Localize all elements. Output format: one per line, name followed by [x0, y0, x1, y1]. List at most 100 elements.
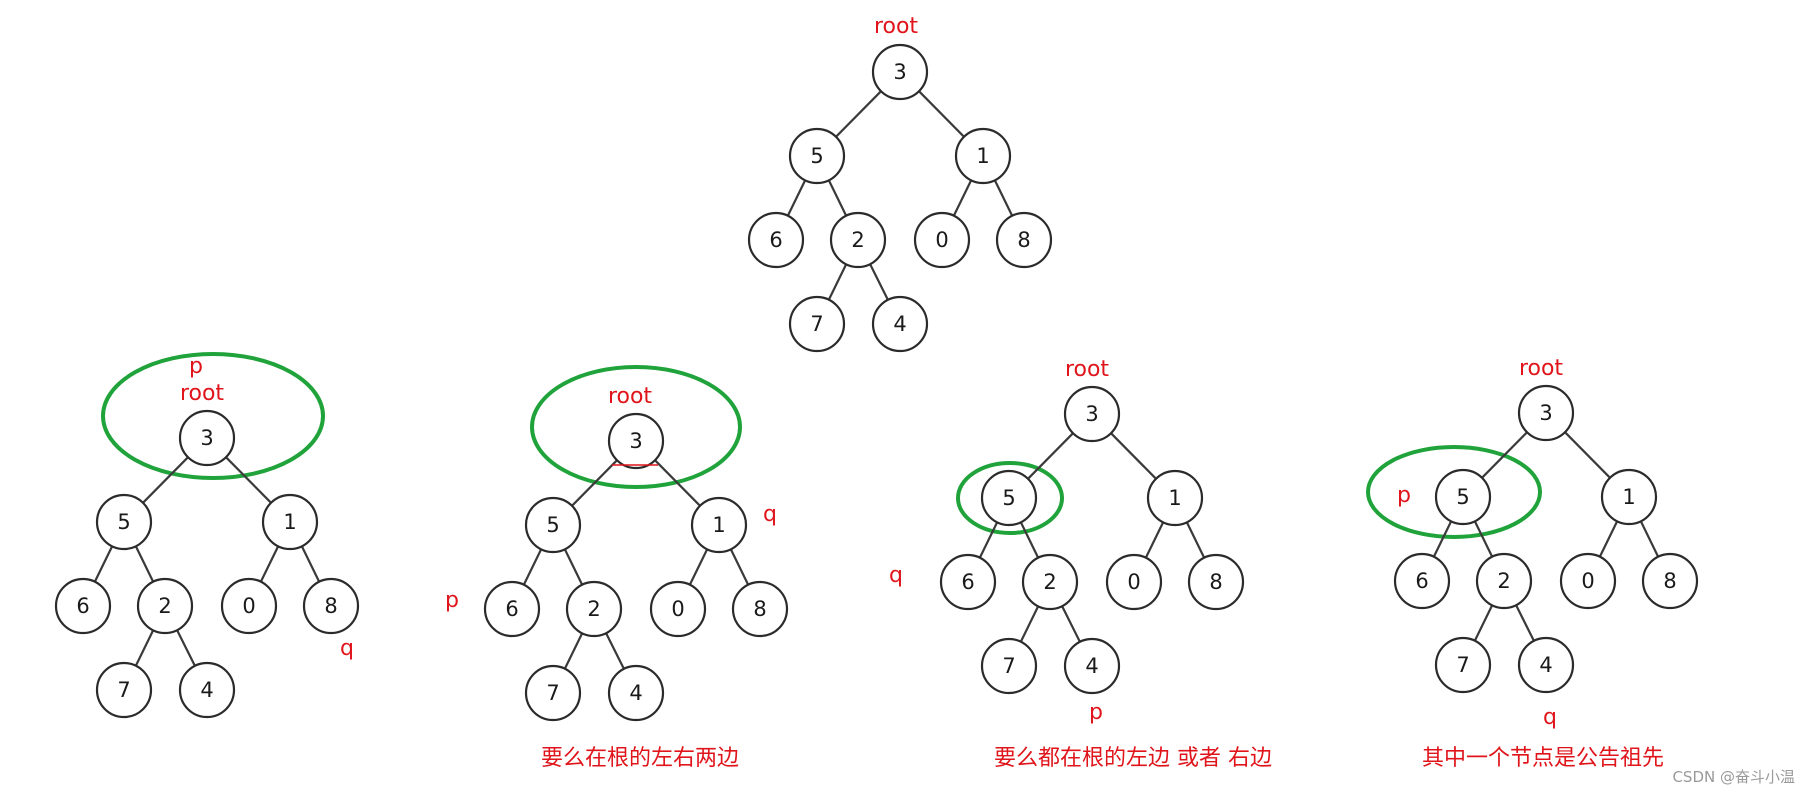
tree-edge-panel1-5-2 [134, 545, 155, 583]
tree-node-label-panel3-2: 2 [1043, 570, 1056, 594]
tree-node-label-panel4-3: 3 [1539, 401, 1552, 425]
caption-panel3: 要么都在根的左边 或者 右边 [994, 746, 1272, 771]
tree-edge-panel3-5-2 [1019, 521, 1040, 559]
tree-node-panel3-3 [1063, 385, 1121, 443]
tree-node-label-panel2-8: 8 [753, 597, 766, 621]
tree-node-label-top-3: 3 [893, 60, 906, 84]
tree-edge-panel3-3-1 [1110, 432, 1157, 480]
tree-node-label-panel1-7: 7 [117, 678, 130, 702]
tree-node-label-top-8: 8 [1017, 228, 1030, 252]
tree-node-panel4-3 [1517, 384, 1575, 442]
tree-node-panel3-7 [980, 637, 1038, 695]
tree-node-panel3-8 [1187, 553, 1245, 611]
tree-node-panel2-2 [565, 580, 623, 638]
tree-edge-panel2-2-4 [605, 632, 625, 670]
tree-node-panel2-7 [524, 664, 582, 722]
highlight-ellipse-panel3 [956, 461, 1064, 535]
tree-node-label-panel4-1: 1 [1622, 485, 1635, 509]
tree-node-top-3 [871, 43, 929, 101]
tree-node-panel3-6 [939, 553, 997, 611]
highlight-ellipse-panel2 [530, 365, 742, 489]
tree-node-label-panel4-6: 6 [1415, 569, 1428, 593]
tree-node-panel3-2 [1021, 553, 1079, 611]
tree-edge-panel1-1-8 [300, 545, 321, 583]
tree-node-label-panel1-3: 3 [200, 426, 213, 450]
tree-node-label-panel2-4: 4 [629, 681, 642, 705]
tree-edge-panel2-1-8 [729, 548, 750, 586]
tree-edge-panel4-5-6 [1432, 520, 1453, 558]
tree-node-panel2-6 [483, 580, 541, 638]
tree-node-label-panel3-6: 6 [961, 570, 974, 594]
tree-edge-panel2-3-5 [571, 459, 618, 507]
tree-edge-top-5-6 [786, 179, 807, 217]
q-label-panel1: q [340, 636, 354, 661]
tree-edge-panel3-2-4 [1061, 605, 1081, 643]
tree-edge-panel4-3-5 [1481, 431, 1528, 479]
tree-edge-panel1-2-7 [134, 629, 155, 667]
tree-node-label-top-6: 6 [769, 228, 782, 252]
tree-node-label-panel1-4: 4 [200, 678, 213, 702]
tree-node-panel2-5 [524, 496, 582, 554]
tree-node-panel2-4 [607, 664, 665, 722]
q-label-panel2: q [763, 502, 777, 527]
root-label-panel3: root [1065, 357, 1109, 382]
tree-edge-top-2-4 [869, 263, 889, 301]
tree-node-panel4-1 [1600, 468, 1658, 526]
tree-node-top-5 [788, 127, 846, 185]
tree-node-panel4-2 [1475, 552, 1533, 610]
p-label-panel4: p [1397, 483, 1411, 508]
tree-node-label-panel3-8: 8 [1209, 570, 1222, 594]
tree-node-panel2-0 [649, 580, 707, 638]
tree-node-label-panel1-6: 6 [76, 594, 89, 618]
tree-node-panel4-8 [1641, 552, 1699, 610]
tree-node-label-panel4-5: 5 [1456, 485, 1469, 509]
root-label-panel4: root [1519, 356, 1563, 381]
tree-node-top-7 [788, 295, 846, 353]
tree-edge-top-5-2 [827, 179, 848, 217]
tree-node-label-panel4-0: 0 [1581, 569, 1594, 593]
tree-node-label-panel2-3: 3 [629, 429, 642, 453]
tree-edge-top-3-5 [835, 90, 882, 138]
tree-edge-panel2-1-0 [688, 548, 709, 586]
tree-edge-panel3-3-5 [1027, 432, 1074, 480]
tree-node-top-6 [747, 211, 805, 269]
tree-node-label-top-4: 4 [893, 312, 906, 336]
p-label-panel2: p [445, 588, 459, 613]
tree-edge-panel3-5-6 [978, 521, 999, 559]
tree-node-top-2 [829, 211, 887, 269]
tree-node-top-0 [913, 211, 971, 269]
root-label-panel1: root [180, 381, 224, 406]
p-label-panel3: q [889, 563, 903, 588]
tree-edge-panel2-5-2 [563, 548, 584, 586]
tree-node-label-panel2-7: 7 [546, 681, 559, 705]
q-label-panel4: q [1543, 705, 1557, 730]
caption-panel2: 要么在根的左右两边 [541, 746, 739, 771]
tree-node-top-8 [995, 211, 1053, 269]
tree-node-label-panel4-2: 2 [1497, 569, 1510, 593]
tree-edge-top-2-7 [827, 263, 848, 301]
root-label-panel2: root [608, 384, 652, 409]
tree-edge-panel4-1-0 [1598, 520, 1619, 558]
watermark: CSDN @奋斗小温 [1672, 768, 1795, 786]
tree-node-label-panel3-4: 4 [1085, 654, 1098, 678]
tree-node-panel3-1 [1146, 469, 1204, 527]
highlight-ellipse-panel4 [1366, 445, 1542, 539]
tree-node-label-top-7: 7 [810, 312, 823, 336]
tree-node-label-panel2-1: 1 [712, 513, 725, 537]
tree-node-panel2-3 [607, 412, 665, 470]
tree-node-label-panel3-3: 3 [1085, 402, 1098, 426]
tree-edge-panel2-5-6 [522, 548, 543, 586]
tree-node-panel1-5 [95, 493, 153, 551]
tree-edge-panel4-5-2 [1473, 520, 1494, 558]
tree-node-label-panel3-7: 7 [1002, 654, 1015, 678]
tree-node-label-panel4-4: 4 [1539, 653, 1552, 677]
q-label-panel3: p [1089, 700, 1103, 725]
tree-edge-panel3-1-8 [1185, 521, 1206, 559]
tree-node-label-top-2: 2 [851, 228, 864, 252]
tree-node-panel1-3 [178, 409, 236, 467]
tree-node-label-panel1-5: 5 [117, 510, 130, 534]
root-label-top: root [874, 14, 918, 39]
